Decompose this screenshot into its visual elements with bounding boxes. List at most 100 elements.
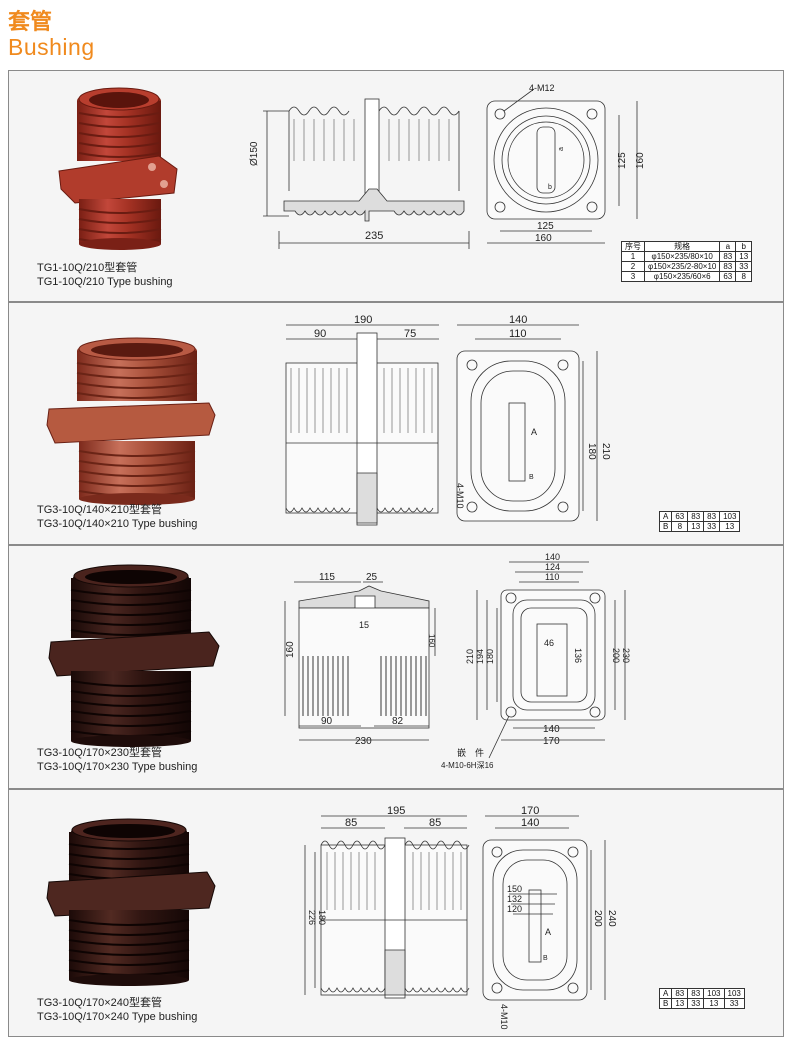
table-cell: 33 [687,998,705,1009]
dim-label: 132 [507,894,522,904]
dim-label: 90 [314,328,326,340]
insert-spec: 4-M10-6H深16 [441,761,494,770]
dim-label: 90 [321,716,333,727]
dim-label: 136 [573,648,583,663]
table-cell: 13 [671,998,689,1009]
dim-label: 160 [427,634,436,648]
table-cell: B [658,998,673,1009]
dim-label: 226 [307,910,317,925]
table-cell: 83 [719,251,737,262]
table-cell: 33 [703,521,721,532]
dim-label: 125 [617,152,628,169]
dim-label: 235 [365,230,383,242]
dim-label: 194 [475,649,485,664]
dim-label: 160 [535,233,552,244]
spec-table-tg3-140: A 63 83 83 103 B 8 13 33 13 [658,511,741,532]
table-cell: 63 [671,511,689,522]
dim-label: B [543,955,548,962]
side-view-drawing-tg3-170x240 [304,815,470,999]
product-name-en: TG1-10Q/210 Type bushing [37,276,173,288]
page-title-en: Bushing [8,34,95,60]
product-name-en: TG3-10Q/170×240 Type bushing [37,1011,198,1023]
dim-label: 120 [507,904,522,914]
bushing-photo-dark [48,564,220,747]
table-cell: 83 [671,988,689,999]
insert-label: 嵌 件 [457,747,484,758]
dim-label: B [529,474,534,481]
dim-label: 82 [392,716,404,727]
table-cell: 33 [735,261,753,272]
table-cell: 13 [719,521,741,532]
product-panel-tg3-170x240: 195 85 85 180 226 170 140 150 132 120 20… [8,789,784,1037]
dim-label: 180 [485,649,495,664]
front-view-drawing-tg3-170x230 [476,561,626,759]
dim-label: 240 [606,910,617,927]
dim-label: 124 [545,562,560,572]
dim-label: 4-M10 [455,483,465,509]
dim-label: 4-M12 [529,83,555,93]
product-name-cn: TG3-10Q/140×210型套管 [37,504,163,516]
dim-label: 75 [404,328,416,340]
dim-label: 4-M10 [499,1004,509,1030]
table-cell: 63 [719,271,737,282]
dim-label: 210 [600,443,611,460]
table-row: B 13 33 13 33 [658,998,745,1009]
dim-label: 170 [543,736,560,747]
side-view-drawing-tg3-170x230 [284,581,436,741]
product-illustration-tg3-140: 190 90 75 140 110 180 210 A B 4-M10 [46,314,611,526]
table-cell: 8 [671,521,689,532]
table-cell: φ150×235/80×10 [643,251,721,262]
dim-label: 140 [521,817,539,829]
dim-label: a [558,147,565,151]
table-cell: 13 [735,251,753,262]
front-view-drawing-tg3-140 [456,324,598,522]
product-caption: TG1-10Q/210型套管 TG1-10Q/210 Type bushing [37,261,173,289]
dim-label: 140 [509,314,527,326]
dim-label: 140 [543,724,560,735]
dim-label: 110 [509,328,527,340]
table-row: A 63 83 83 103 [658,511,741,522]
dim-label: 190 [354,314,372,326]
product-caption: TG3-10Q/170×230型套管 TG3-10Q/170×230 Type … [37,746,197,774]
table-row: 2 φ150×235/2-80×10 83 33 [621,261,753,272]
product-illustration-tg3-170x240: 195 85 85 180 226 170 140 150 132 120 20… [46,805,617,1030]
dim-label: b [548,184,552,191]
table-row: B 8 13 33 13 [658,521,741,532]
table-cell: φ150×235/60×6 [643,271,721,282]
table-cell: 103 [703,988,725,999]
spec-table-tg1: 序号 规格 a b 1 φ150×235/80×10 83 13 2 φ150×… [621,241,753,282]
product-name-cn: TG1-10Q/210型套管 [37,262,138,274]
table-cell: 83 [687,988,705,999]
dim-label: 150 [507,884,522,894]
page-title-cn: 套管 [8,10,53,35]
dim-label: 110 [545,572,559,582]
table-cell: 83 [687,511,705,522]
table-cell: 83 [719,261,737,272]
side-view-drawing-tg1 [263,98,470,249]
table-cell: 2 [621,261,645,272]
table-cell: 33 [723,998,745,1009]
front-view-drawing-tg3-170x240 [482,815,606,1001]
product-caption: TG3-10Q/170×240型套管 TG3-10Q/170×240 Type … [37,996,197,1024]
product-name-en: TG3-10Q/170×230 Type bushing [37,761,198,773]
table-cell: 8 [735,271,753,282]
product-illustration-tg1: Ø150 235 4-M12 125 160 125 160 a b [58,83,646,250]
table-header: a [719,241,737,252]
table-cell: B [658,521,673,532]
product-name-en: TG3-10Q/140×210 Type bushing [37,518,198,530]
dim-label: 25 [366,572,378,583]
table-row: 1 φ150×235/80×10 83 13 [621,251,753,262]
dim-label: 210 [465,649,475,664]
dim-label: 85 [429,817,441,829]
dim-label: 115 [319,572,335,583]
table-cell: A [658,988,673,999]
front-view-drawing-tg1 [486,88,638,244]
table-header: 序号 [621,241,645,252]
dim-label: A [531,427,537,437]
dim-label: Ø150 [249,141,260,166]
table-cell: A [658,511,673,522]
dim-label: 125 [537,221,554,232]
product-caption: TG3-10Q/140×210型套管 TG3-10Q/140×210 Type … [37,503,197,531]
dim-label: 140 [545,552,560,562]
table-cell: 3 [621,271,645,282]
